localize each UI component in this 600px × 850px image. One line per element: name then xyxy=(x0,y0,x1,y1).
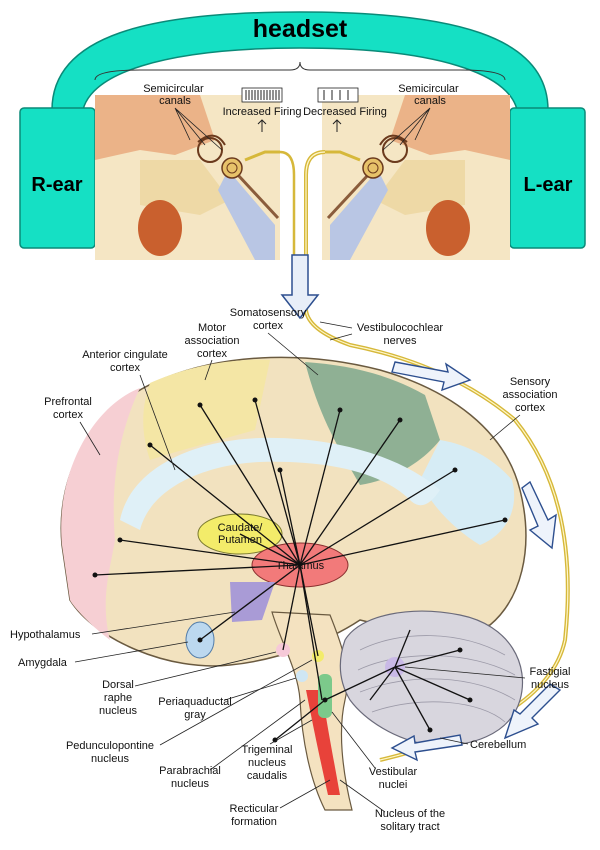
left-semicircular-label: Semicircular canals xyxy=(398,83,462,107)
signal-down-arrow xyxy=(280,254,320,320)
headset-title: headset xyxy=(253,15,348,43)
prefrontal-region xyxy=(61,388,140,640)
left-ear-anatomy xyxy=(322,95,510,260)
pathway-arrows xyxy=(390,361,562,762)
periaqueductal-gray xyxy=(296,670,308,682)
decreased-firing-indicator: Decreased Firing xyxy=(303,87,387,132)
projection-endpoints xyxy=(92,397,508,743)
sensory-association-region xyxy=(420,440,515,545)
thalamus-label: Thalamus xyxy=(276,560,325,572)
left-ear-label: L-ear xyxy=(524,174,573,196)
headset-brace xyxy=(94,61,506,81)
motor-association-region xyxy=(143,359,270,460)
projection-lines xyxy=(94,399,506,741)
headset: headset R-ear L-ear xyxy=(19,11,586,249)
amygdala-label: Amygdala xyxy=(18,657,68,669)
increased-firing-label: Increased Firing xyxy=(223,106,302,118)
cerebellum-label: Cerebellum xyxy=(470,739,526,751)
vestibular-nuclei xyxy=(318,674,332,718)
cingulate-band xyxy=(120,437,440,530)
right-nerve-fibre xyxy=(279,150,296,255)
brain xyxy=(60,356,527,811)
increased-firing-indicator: Increased Firing xyxy=(223,87,302,132)
cerebellum-folia xyxy=(357,635,516,723)
cerebellum xyxy=(339,610,524,747)
reticular-formation xyxy=(306,690,340,795)
right-semicircular-label: Semicircular canals xyxy=(143,83,207,107)
caudate-label: Caudate/Putamen xyxy=(218,522,264,546)
decreased-firing-label: Decreased Firing xyxy=(303,106,387,118)
right-ear-label: R-ear xyxy=(31,174,82,196)
hypothalamus-label: Hypothalamus xyxy=(10,629,81,641)
right-ear-anatomy xyxy=(95,95,280,260)
somatosensory-region xyxy=(305,362,440,485)
